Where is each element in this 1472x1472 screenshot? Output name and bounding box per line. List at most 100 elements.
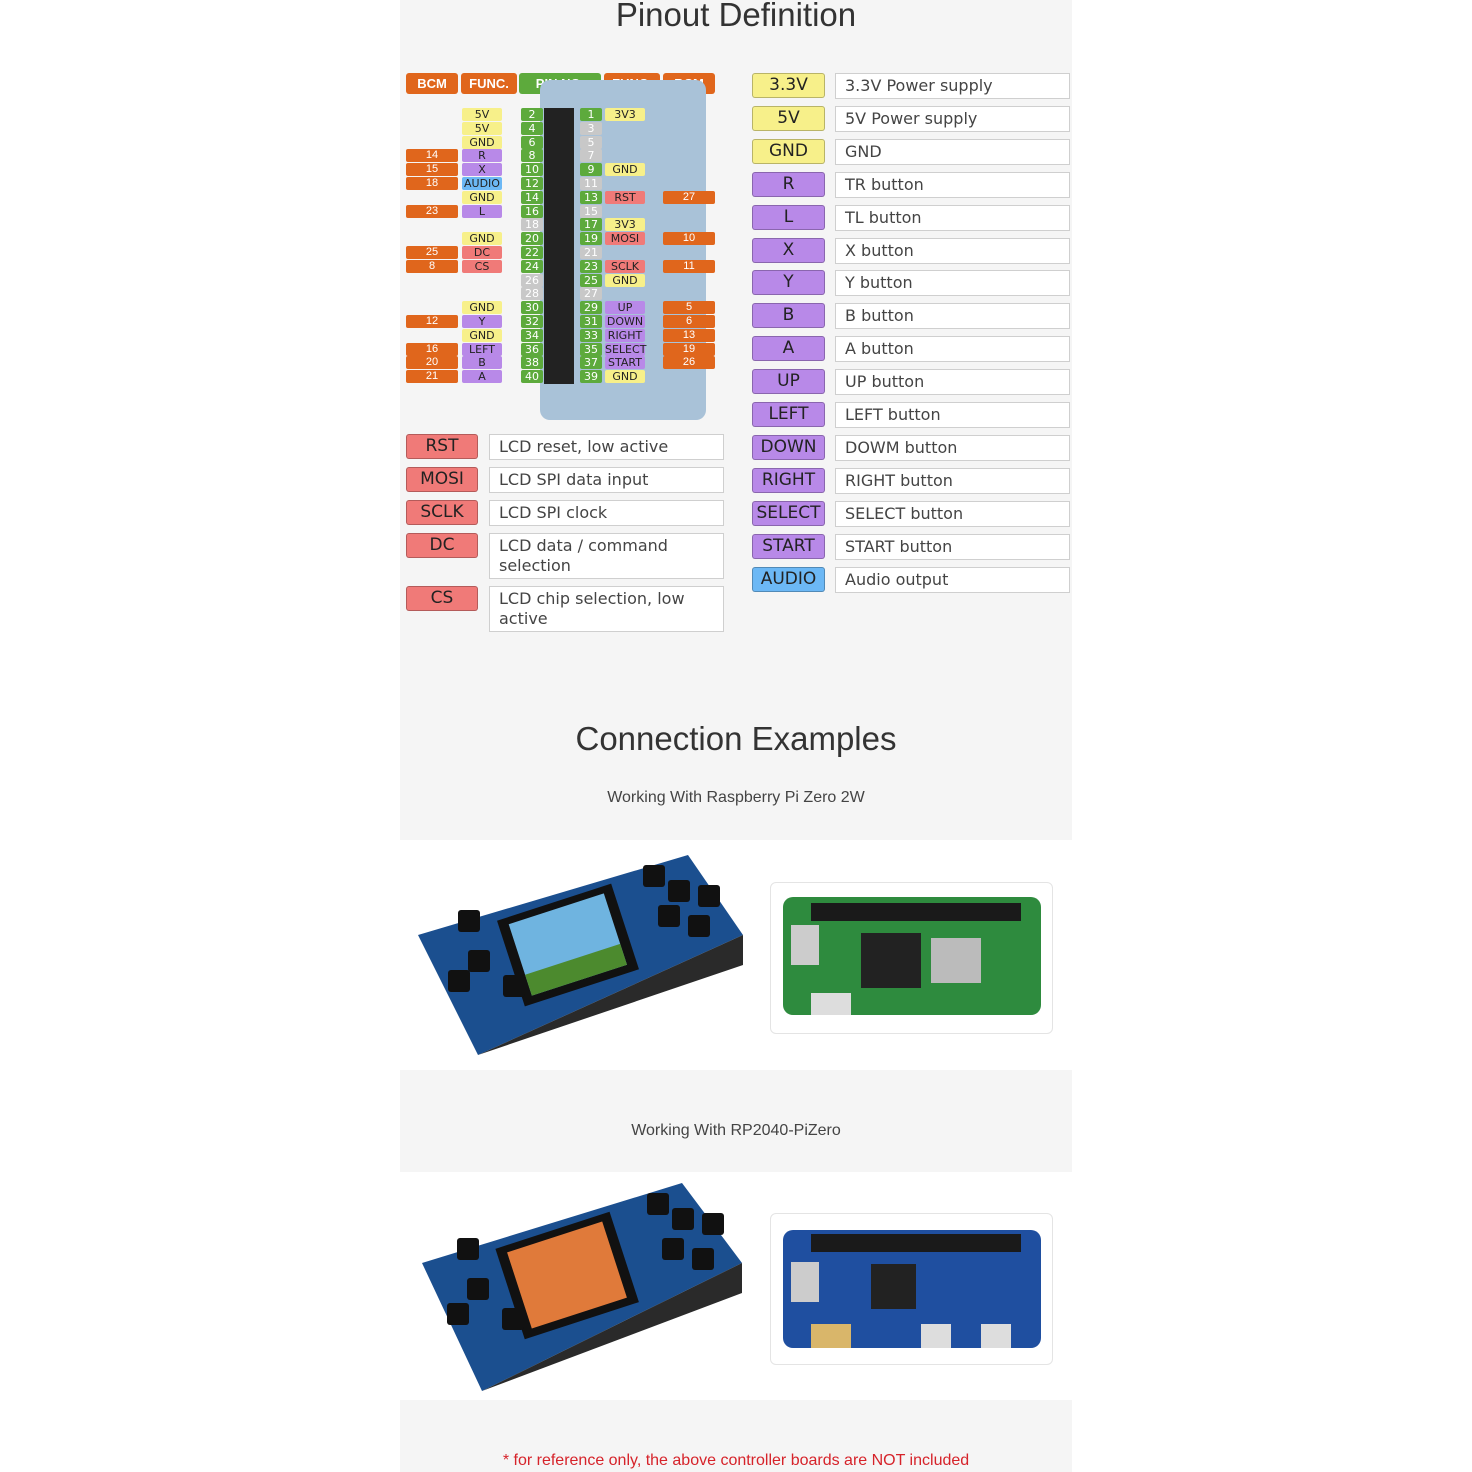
rp2040-subtitle: Working With RP2040-PiZero [631, 1122, 841, 1139]
pin-number: 23 [580, 259, 602, 273]
pin-number: 24 [521, 259, 543, 273]
lcd-signal-tag: RST [406, 434, 478, 459]
pin-function-label: GND [462, 328, 502, 342]
function-tag: 3.3V [752, 73, 825, 98]
pin-number: 39 [580, 370, 602, 384]
pin-function-label: 5V [462, 108, 502, 121]
pin-number: 1 [580, 108, 602, 121]
bcm-number: 23 [406, 204, 458, 218]
bcm-number: 15 [406, 163, 458, 177]
pin-number: 25 [580, 273, 602, 287]
pin-number: 32 [521, 315, 543, 328]
pin-function-label: MOSI [605, 232, 645, 246]
bcm-number: 21 [406, 370, 458, 384]
pin-function-label: GND [462, 135, 502, 149]
pi-zero-2w-photo [770, 882, 1053, 1034]
pin-number: 36 [521, 342, 543, 356]
pin-function-label: X [462, 163, 502, 177]
pin-number: 30 [521, 301, 543, 315]
pin-number: 4 [521, 121, 543, 135]
reference-footnote: * for reference only, the above controll… [502, 1452, 970, 1469]
pin-number: 18 [521, 218, 543, 232]
function-tag: A [752, 336, 825, 362]
lcd-signal-description: LCD data / command selection [489, 533, 724, 579]
function-description: A button [835, 336, 1070, 363]
pin-number: 14 [521, 190, 543, 204]
lcd-signal-description: LCD chip selection, low active [489, 586, 724, 632]
pin-number: 16 [521, 204, 543, 218]
pin-function-label: SELECT [605, 342, 647, 356]
bcm-number: 26 [663, 356, 715, 370]
pin-number: 15 [580, 204, 602, 218]
pinout-title: Pinout Definition [615, 0, 857, 33]
pin-number: 6 [521, 135, 543, 149]
bcm-number: 11 [663, 259, 715, 273]
function-tag: GND [752, 138, 825, 164]
pin-function-label: GND [605, 370, 645, 384]
function-description: B button [835, 303, 1070, 330]
pin-number: 5 [580, 135, 602, 149]
pin-number: 8 [521, 149, 543, 163]
function-description: UP button [835, 369, 1070, 396]
lcd-signal-description: LCD SPI data input [489, 467, 724, 493]
function-tag: 5V [752, 105, 825, 131]
pin-function-label: GND [605, 273, 645, 287]
pin-function-label: GND [462, 232, 502, 246]
pin-number: 22 [521, 246, 543, 259]
pin-number: 19 [580, 232, 602, 246]
function-description: LEFT button [835, 402, 1070, 428]
connection-title: Connection Examples [575, 720, 897, 757]
bcm-number: 18 [406, 177, 458, 190]
function-description: DOWM button [835, 434, 1070, 461]
bcm-number: 19 [663, 342, 715, 356]
function-tag: SELECT [752, 500, 825, 526]
pin-function-label: RST [605, 190, 645, 204]
pin-function-label: RIGHT [605, 328, 645, 342]
pin-number: 29 [580, 301, 602, 315]
function-tag: START [752, 533, 825, 559]
lcd-signal-tag: CS [406, 586, 478, 611]
bcm-number: 27 [663, 190, 715, 204]
function-tag: X [752, 237, 825, 263]
pin-function-label: Y [462, 315, 502, 328]
bcm-number: 14 [406, 149, 458, 163]
function-description: Audio output [835, 566, 1070, 593]
lcd-signal-description: LCD reset, low active [489, 434, 724, 460]
pin-function-label: START [605, 356, 645, 370]
function-description: GND [835, 138, 1070, 165]
function-description: TR button [835, 171, 1070, 198]
pin-function-label: A [462, 370, 502, 384]
pin-function-label: DOWN [605, 315, 645, 328]
bcm-header-left: BCM [406, 73, 458, 94]
function-tag: UP [752, 369, 825, 395]
pin-number: 17 [580, 218, 602, 232]
function-description: 3.3V Power supply [835, 73, 1070, 99]
pin-number: 12 [521, 177, 543, 190]
pin-number: 33 [580, 328, 602, 342]
lcd-signal-tag: DC [406, 533, 478, 558]
pin-header-strip [544, 108, 574, 384]
pin-function-label: 3V3 [605, 218, 645, 232]
bcm-number: 12 [406, 315, 458, 328]
function-tag: LEFT [752, 402, 825, 427]
pin-function-label: B [462, 356, 502, 370]
bcm-number: 16 [406, 342, 458, 356]
pin-number: 37 [580, 356, 602, 370]
function-description: RIGHT button [835, 467, 1070, 494]
lcd-signal-description: LCD SPI clock [489, 500, 724, 526]
function-description: TL button [835, 204, 1070, 231]
pin-function-label: R [462, 149, 502, 163]
pin-number: 11 [580, 177, 602, 190]
pin-function-label: CS [462, 259, 502, 273]
pin-function-label: GND [462, 190, 502, 204]
pin-number: 35 [580, 342, 602, 356]
pin-number: 2 [521, 108, 543, 121]
function-tag: DOWN [752, 434, 825, 460]
pin-number: 21 [580, 246, 602, 259]
function-tag: AUDIO [752, 566, 825, 592]
bcm-number: 5 [663, 301, 715, 315]
bcm-number: 20 [406, 356, 458, 370]
pin-number: 9 [580, 163, 602, 177]
pin-function-label: 3V3 [605, 108, 645, 121]
